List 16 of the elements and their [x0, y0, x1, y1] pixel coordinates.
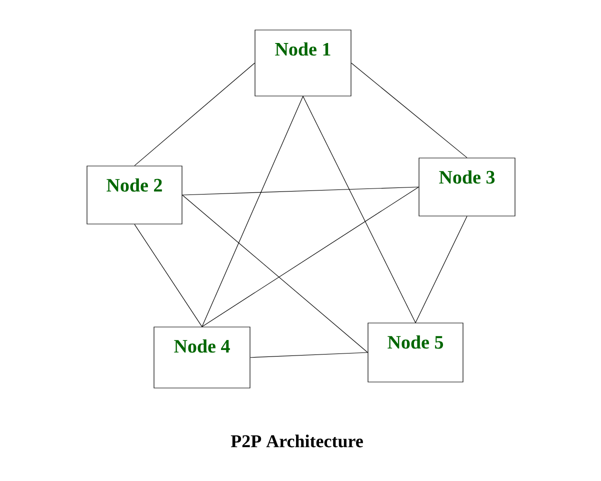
node-box: Node 1	[254, 30, 352, 96]
node-box: Node 5	[368, 322, 464, 382]
connector-line	[134, 62, 255, 166]
caption: P2P Architecture	[230, 434, 363, 448]
connector-line	[302, 96, 416, 323]
connector-line	[202, 186, 419, 327]
connector-line	[134, 224, 202, 327]
connector-line	[182, 186, 419, 196]
connector-line	[202, 96, 304, 327]
connector-line	[250, 352, 368, 358]
node-box: Node 3	[418, 158, 516, 216]
node-box: Node 4	[154, 326, 250, 388]
connector-line	[415, 216, 468, 323]
connector-line	[182, 194, 368, 353]
node-box: Node 2	[86, 166, 182, 224]
connector-line	[351, 62, 468, 158]
